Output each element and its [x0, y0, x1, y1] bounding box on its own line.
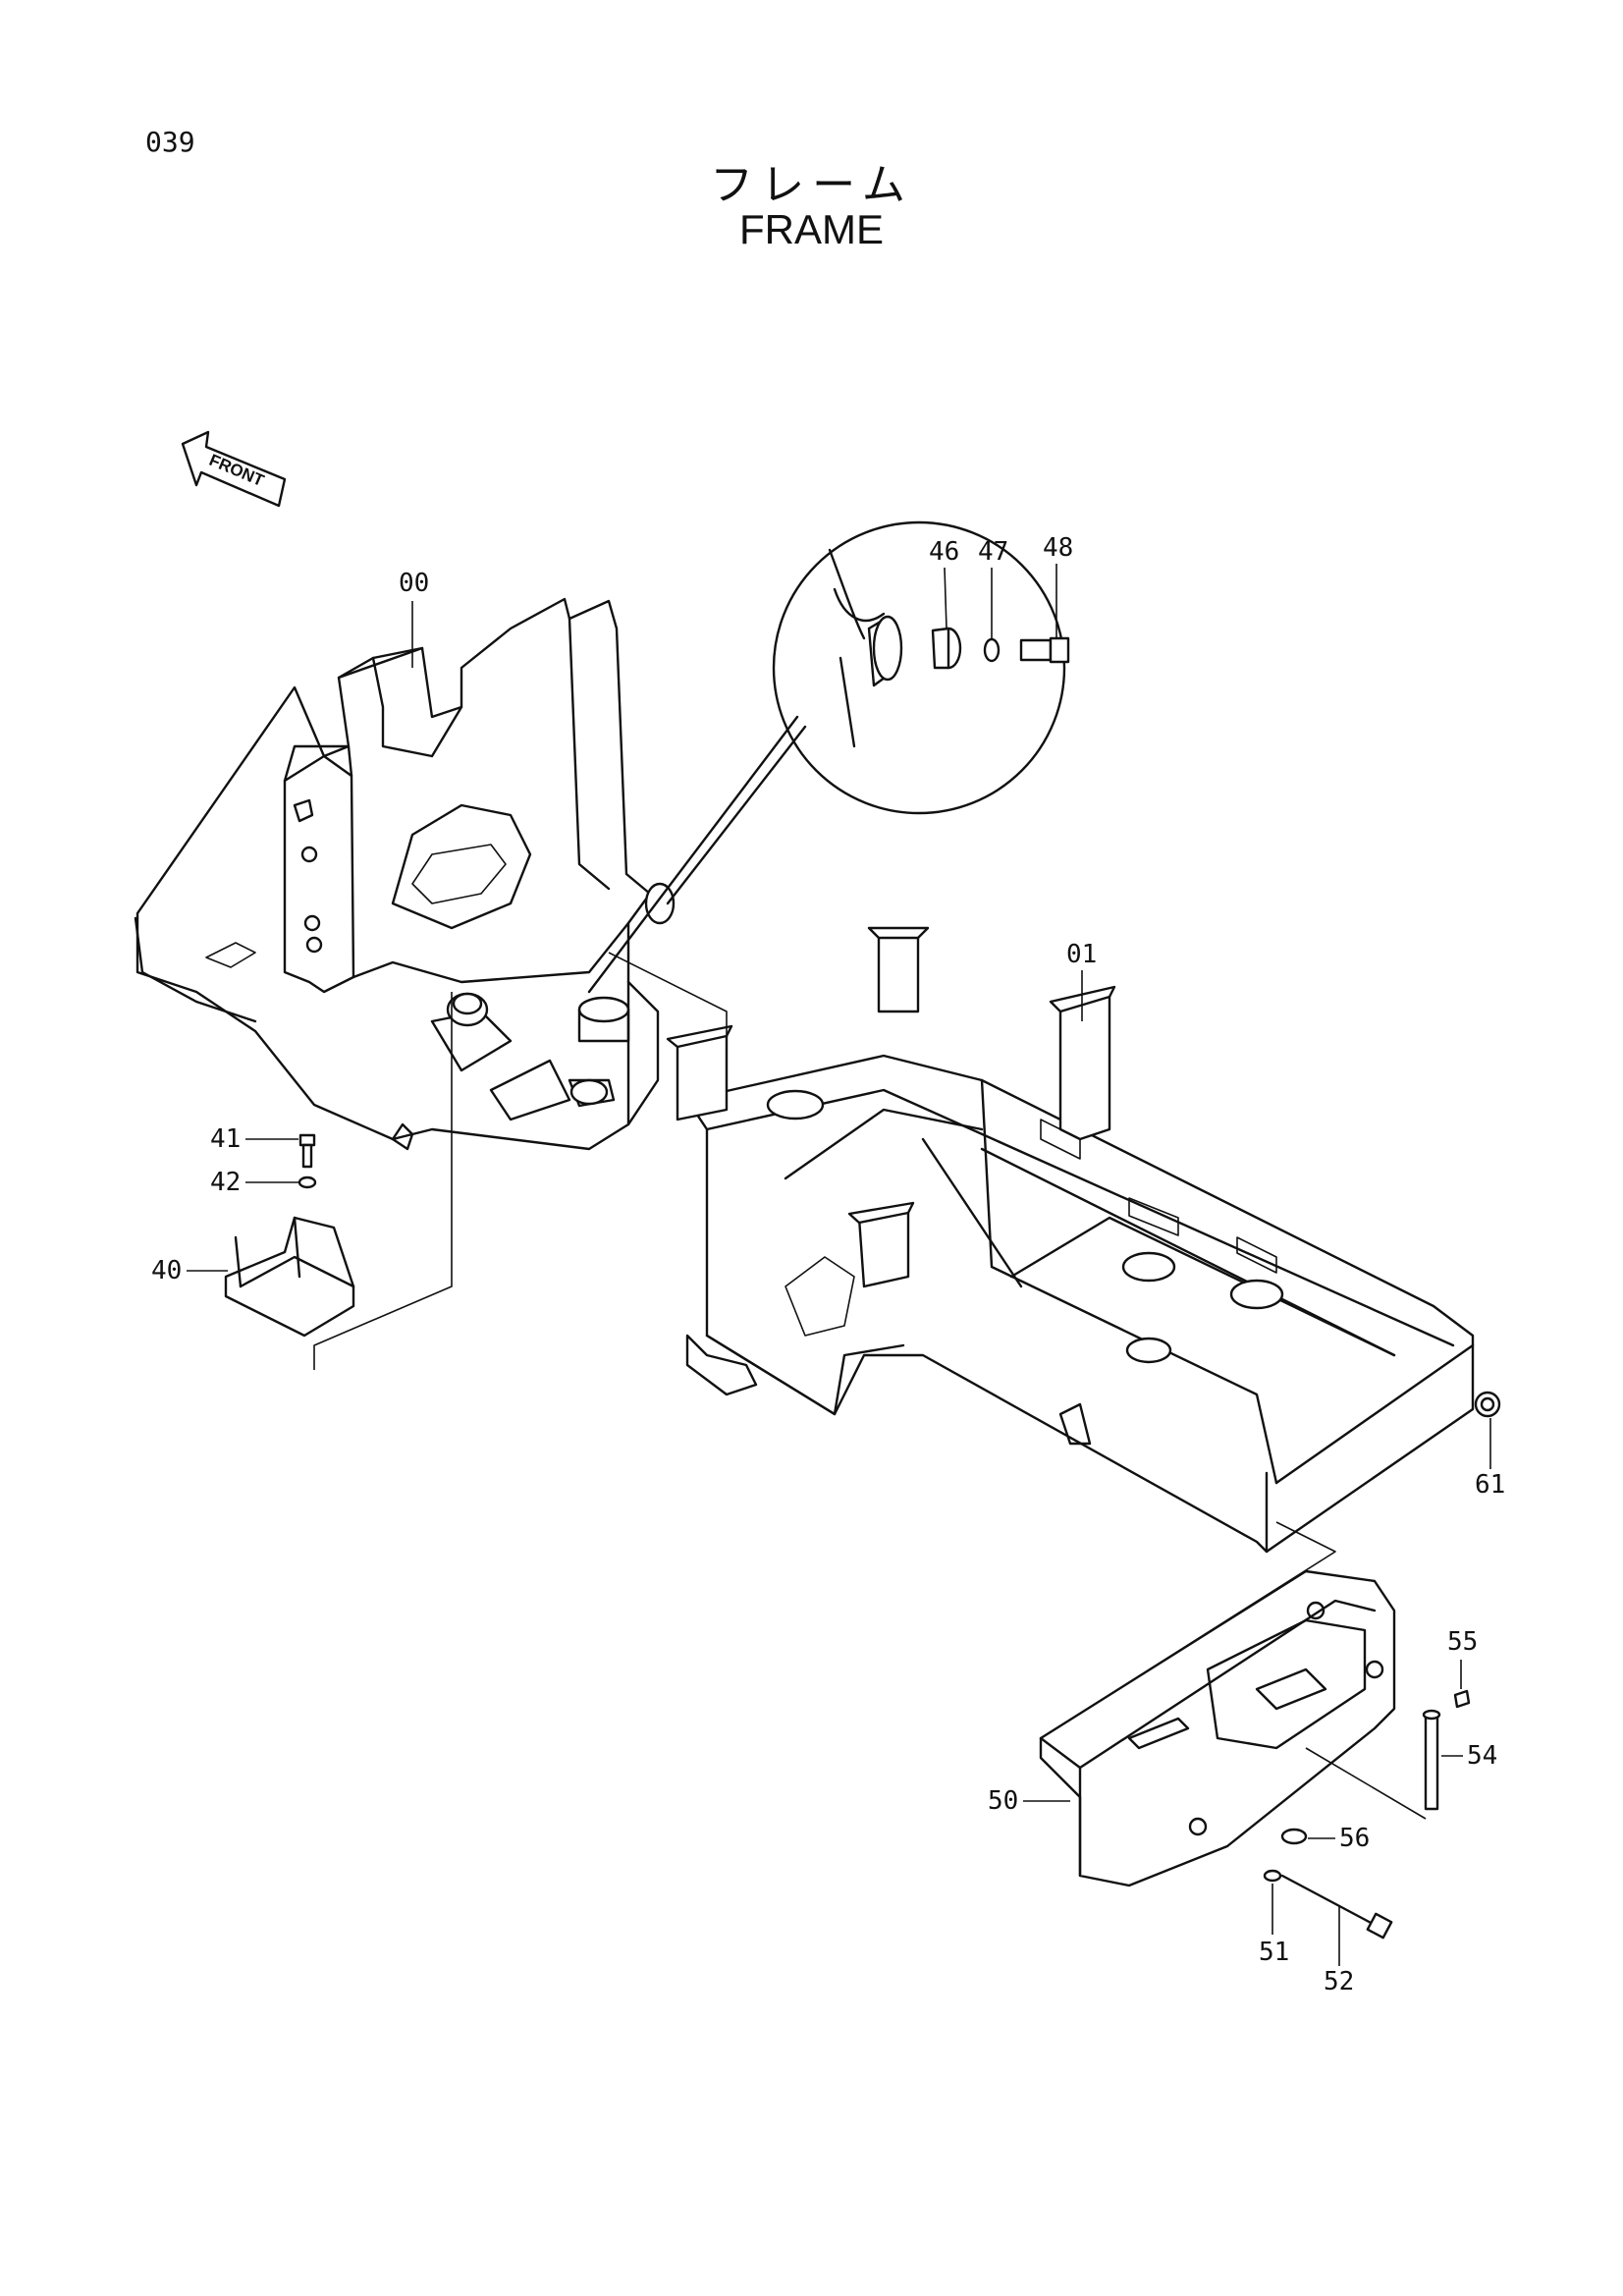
- pin-part-54: [1422, 1709, 1441, 1811]
- plug-part-55: [1453, 1689, 1471, 1709]
- part-label-54: 54: [1467, 1741, 1497, 1771]
- part-label-41: 41: [210, 1124, 241, 1154]
- part-label-01: 01: [1066, 940, 1097, 969]
- main-frame-part-01: [666, 926, 1501, 1554]
- title-english: FRAME: [739, 206, 884, 252]
- bolt-part-52: [1280, 1874, 1393, 1940]
- washer-part-56: [1280, 1828, 1308, 1845]
- part-label-47: 47: [978, 537, 1008, 567]
- part-label-42: 42: [210, 1168, 241, 1197]
- title-japanese: フレーム: [710, 160, 913, 210]
- washer-part-42: [298, 1175, 317, 1189]
- page-number: 039: [145, 126, 195, 158]
- bracket-part-40: [224, 1216, 355, 1338]
- part-label-50: 50: [988, 1786, 1018, 1816]
- part-label-46: 46: [929, 537, 959, 567]
- part-label-52: 52: [1324, 1967, 1354, 1996]
- part-label-55: 55: [1447, 1627, 1478, 1657]
- part-label-61: 61: [1475, 1470, 1505, 1500]
- washer-part-51: [1263, 1869, 1282, 1883]
- part-label-40: 40: [151, 1256, 182, 1285]
- counterweight-part-50: [1039, 1569, 1396, 1887]
- swing-frame-part-00: [134, 597, 676, 1151]
- front-arrow-icon: FRONT: [181, 430, 287, 508]
- part-label-51: 51: [1259, 1938, 1289, 1967]
- part-label-48: 48: [1043, 533, 1073, 563]
- bolt-part-41: [298, 1133, 316, 1169]
- part-label-56: 56: [1339, 1824, 1370, 1853]
- part-label-00: 00: [399, 569, 429, 598]
